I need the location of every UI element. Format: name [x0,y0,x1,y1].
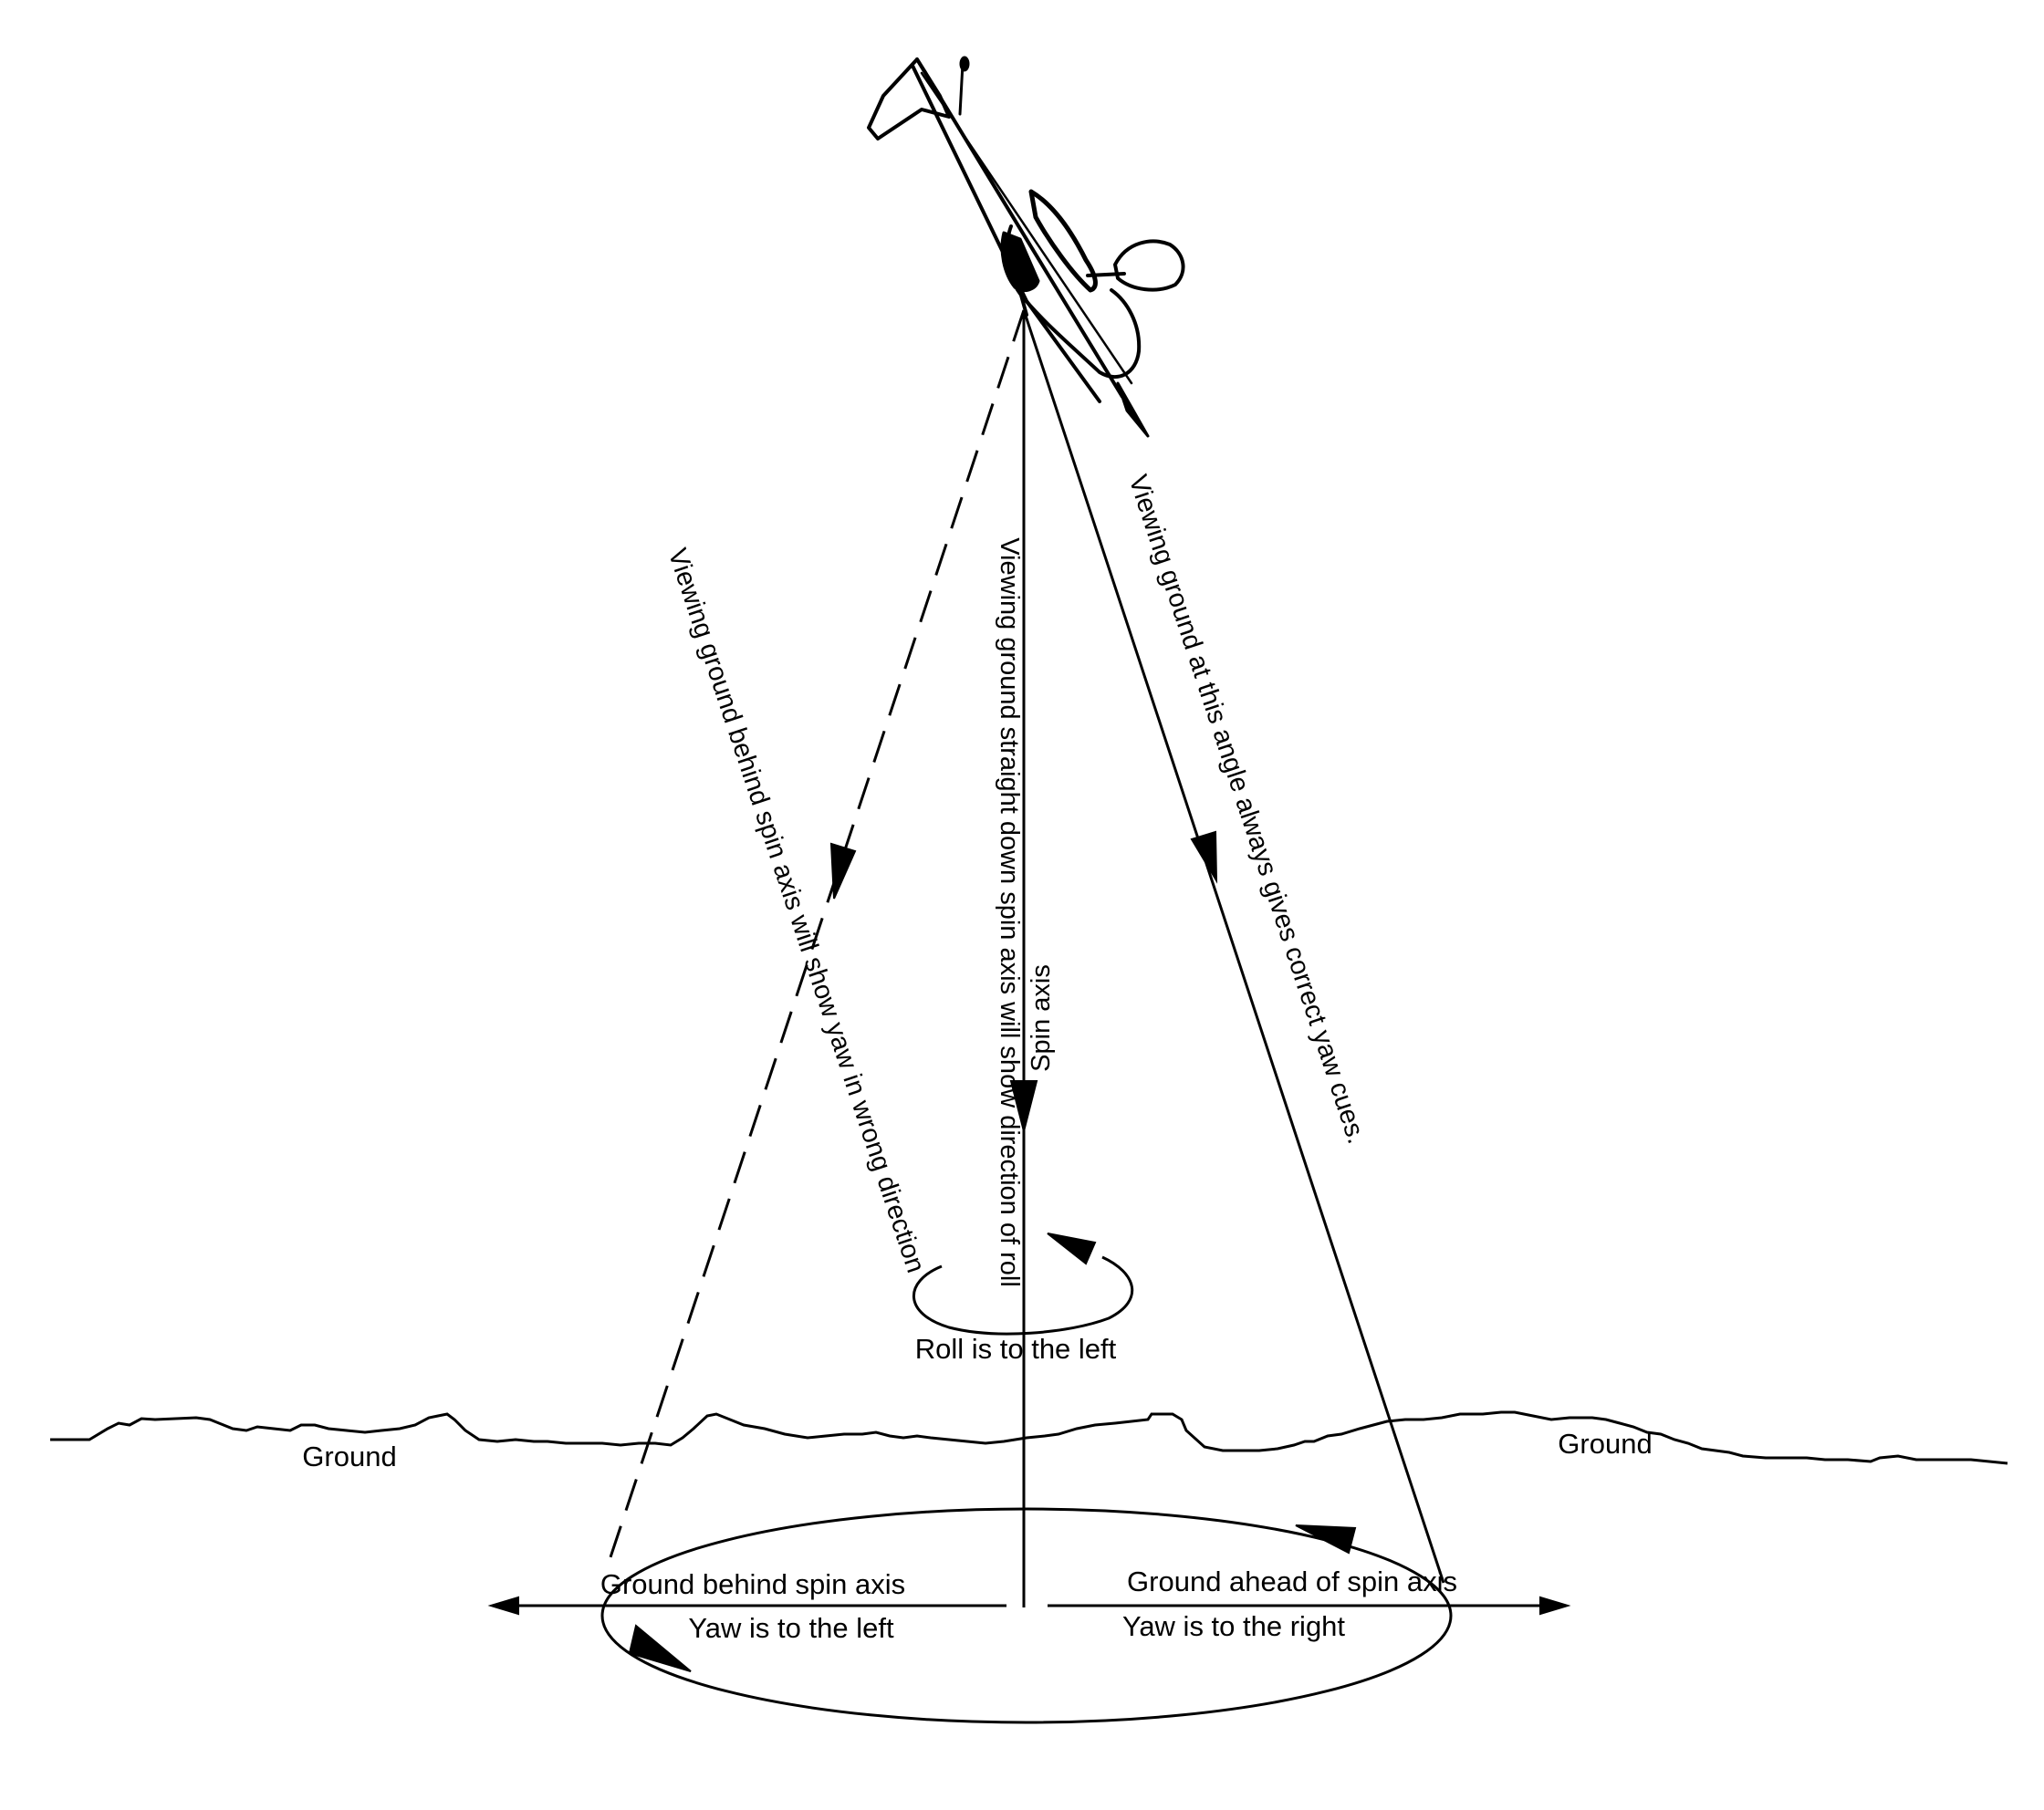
ahead-line-arrowhead [1190,830,1218,884]
label-ground-right: Ground [1558,1428,1652,1460]
ellipse-arrowhead-left [628,1624,692,1672]
aircraft-fuselage-mid [920,71,1133,385]
aircraft-wing [1005,224,1142,379]
behind-line-arrowhead [829,842,857,900]
roll-indicator [912,1233,1134,1336]
aircraft-illustration [867,56,1185,438]
spin-axis-arrowhead [1009,1080,1038,1132]
label-ground-ahead: Ground ahead of spin axis [1127,1566,1457,1597]
roll-arc [912,1255,1134,1336]
label-ground-behind: Ground behind spin axis [600,1568,905,1600]
label-yaw-right: Yaw is to the right [1122,1610,1345,1642]
aircraft-nose [1116,381,1150,438]
ground-profile [50,1410,2008,1465]
roll-arrowhead [1047,1233,1097,1265]
ground-line [50,1410,2008,1465]
ahead-sight-line [1022,309,1445,1584]
aircraft-stabilizer-root [1086,272,1126,277]
ellipse-arrowhead-right [1295,1524,1357,1555]
yaw-left-arrowhead [487,1596,519,1616]
aircraft-antenna-tip [959,56,970,72]
aircraft-tail-fin [867,57,951,140]
aircraft-canopy [1028,189,1098,293]
label-roll: Roll is to the left [915,1333,1117,1365]
aircraft-wheel [1000,231,1040,292]
sight-lines [608,309,1445,1607]
label-ahead-line: Viewing ground at this angle always give… [1122,472,1371,1148]
label-spin-axis: Spin axis [1027,964,1056,1072]
yaw-right-arrowhead [1539,1596,1571,1616]
label-yaw-left: Yaw is to the left [688,1612,894,1644]
aircraft-stabilizer [1113,239,1185,292]
behind-sight-line [608,309,1026,1561]
aircraft-antenna [958,62,965,116]
labels: Viewing ground behind spin axis will sho… [302,472,1652,1644]
ground-view-ellipse [600,1507,1453,1724]
ground-circle-group [487,1507,1571,1724]
label-behind-line: Viewing ground behind spin axis will sho… [662,545,931,1276]
label-center-line: Viewing ground straight down spin axis w… [995,537,1024,1287]
label-ground-left: Ground [302,1441,396,1472]
